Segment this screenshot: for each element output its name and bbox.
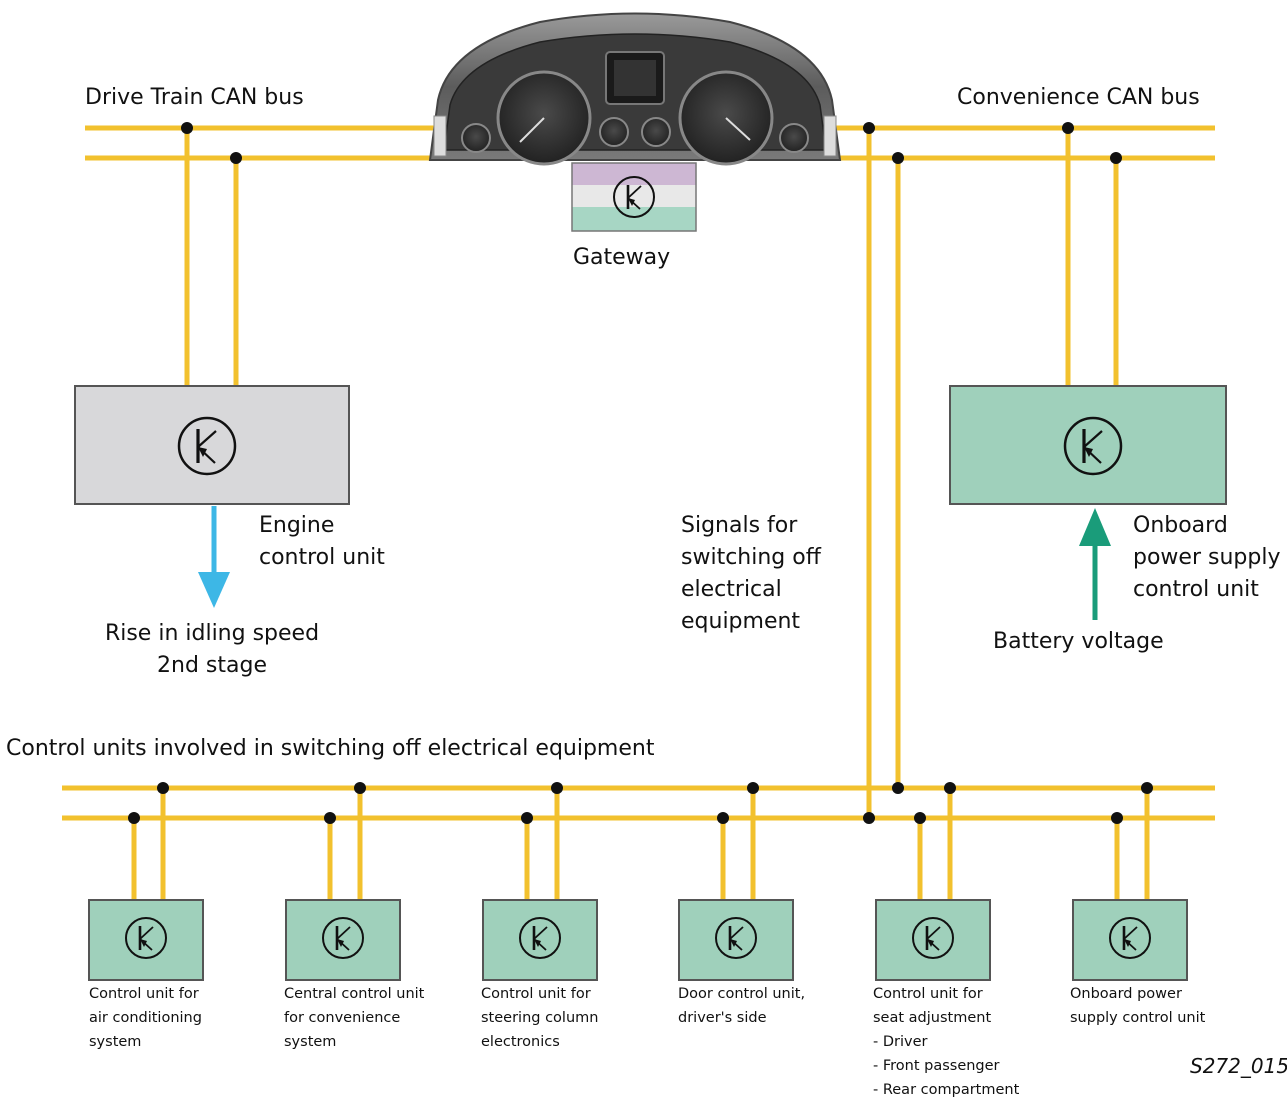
unit-label-steering-column: Control unit for steering column electro…	[481, 986, 599, 1050]
convenience-trunk-lines	[866, 128, 901, 818]
figure-reference: S272_015	[1190, 1054, 1287, 1078]
gateway-label: Gateway	[573, 245, 671, 270]
bottom-unit-connections	[131, 788, 1150, 900]
battery-voltage-arrow	[1079, 508, 1111, 620]
gateway-module	[571, 162, 697, 232]
engine-control-unit	[74, 385, 350, 505]
drive-train-can-bus	[85, 125, 440, 161]
unit-label-air-conditioning: Control unit for air conditioning system	[89, 986, 202, 1050]
convenience-bus-label: Convenience CAN bus	[957, 85, 1200, 110]
unit-label-door-driver: Door control unit, driver's side	[678, 986, 806, 1026]
unit-label-onboard-power: Onboard power supply control unit	[1070, 986, 1206, 1026]
instrument-cluster-icon	[428, 12, 842, 166]
junction-dots	[128, 122, 1153, 824]
drive-train-bus-label: Drive Train CAN bus	[85, 85, 304, 110]
battery-voltage-label: Battery voltage	[993, 629, 1164, 654]
convenience-can-bus	[830, 125, 1215, 161]
bottom-can-bus	[62, 785, 1215, 821]
engine-bus-connection	[184, 128, 239, 386]
unit-label-central-convenience: Central control unit for convenience sys…	[284, 986, 425, 1050]
onboard-power-supply-unit	[949, 385, 1227, 505]
bottom-control-unit-boxes	[88, 899, 1188, 981]
onboard-bus-connection	[1065, 128, 1119, 386]
signals-label: Signals for switching off electrical equ…	[681, 513, 821, 634]
idle-speed-label: Rise in idling speed 2nd stage	[104, 621, 320, 678]
unit-label-seat-adjustment: Control unit for seat adjustment - Drive…	[873, 986, 1020, 1098]
idle-speed-arrow	[198, 506, 230, 608]
engine-unit-label: Engine control unit	[259, 513, 385, 570]
bottom-section-title: Control units involved in switching off …	[6, 736, 655, 761]
onboard-unit-label: Onboard power supply control unit	[1133, 513, 1281, 602]
